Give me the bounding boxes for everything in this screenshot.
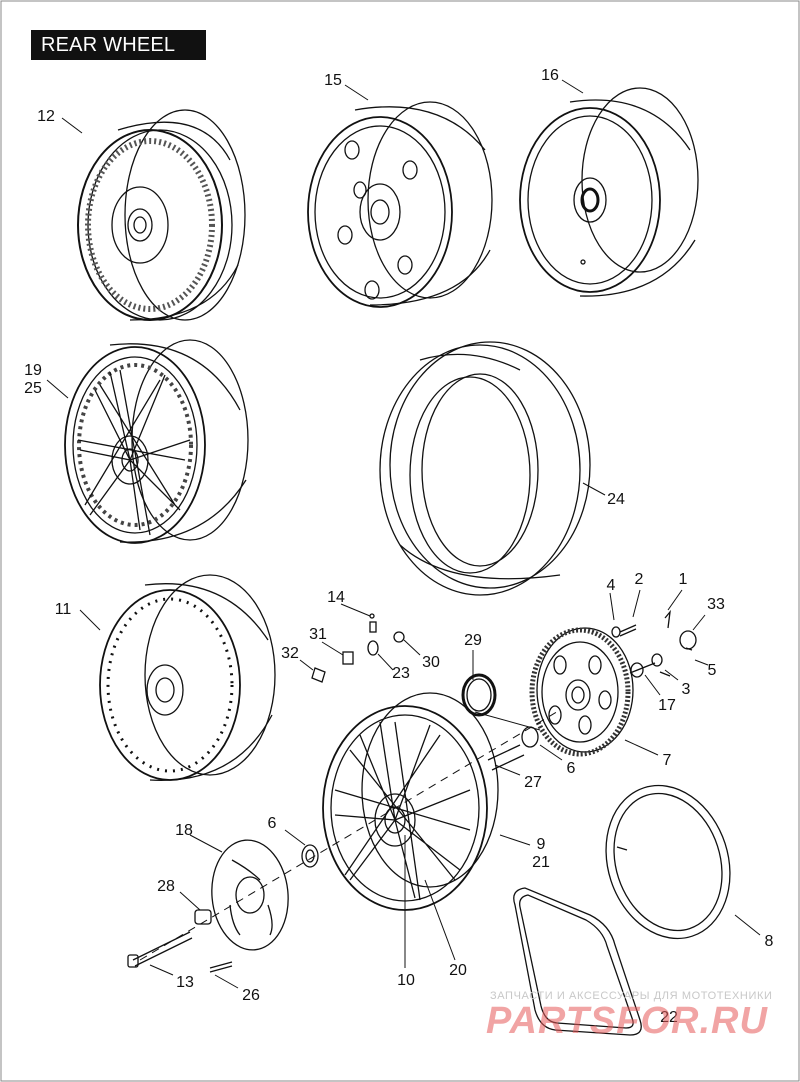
callout-6-lower: 6: [268, 815, 277, 832]
callout-9: 9: [537, 836, 546, 853]
callout-16: 16: [541, 67, 559, 84]
callout-11: 11: [55, 601, 72, 618]
callout-1: 1: [679, 571, 688, 588]
callout-32: 32: [281, 645, 299, 662]
callout-15: 15: [324, 72, 342, 89]
axle-alignment-line: [139, 709, 561, 961]
diagram-title: REAR WHEEL: [31, 30, 206, 60]
watermark-caption: ЗАПЧАСТИ И АКСЕССУАРЫ ДЛЯ МОТОТЕХНИКИ: [490, 990, 773, 1002]
part-9-21-spoke-wheel-drawing: [322, 692, 499, 911]
small-hardware-drawings: [127, 609, 697, 973]
part-19-25-spoke-wheel-drawing: [64, 339, 249, 544]
part-8-tube-drawing: [605, 784, 731, 940]
callout-12: 12: [37, 108, 55, 125]
part-22-belt-drawing: [513, 887, 642, 1036]
part-24-tire-drawing: [379, 341, 591, 596]
callout-25: 25: [24, 380, 42, 397]
callout-28: 28: [157, 878, 175, 895]
callout-13: 13: [176, 974, 194, 991]
part-11-drilled-wheel-drawing: [99, 574, 276, 781]
callout-24: 24: [607, 491, 625, 508]
callout-26: 26: [242, 987, 260, 1004]
callout-30: 30: [422, 654, 440, 671]
part-12-disc-wheel-drawing: [77, 109, 246, 321]
callout-18: 18: [175, 822, 193, 839]
callout-21: 21: [532, 854, 550, 871]
callout-2: 2: [635, 571, 644, 588]
callout-22: 22: [660, 1009, 678, 1026]
callout-20: 20: [449, 962, 467, 979]
callout-10: 10: [397, 972, 415, 989]
callout-17: 17: [658, 697, 676, 714]
callout-7: 7: [663, 752, 672, 769]
callout-33: 33: [707, 596, 725, 613]
callout-5: 5: [708, 662, 717, 679]
callout-19: 19: [24, 362, 42, 379]
callout-4: 4: [607, 577, 616, 594]
callout-23: 23: [392, 665, 410, 682]
callout-27: 27: [524, 774, 542, 791]
callout-6-upper: 6: [567, 760, 576, 777]
part-15-slotted-wheel-drawing: [307, 101, 493, 308]
part-16-solid-wheel-drawing: [519, 87, 699, 297]
watermark-brand: PARTSFOR.RU: [486, 1000, 768, 1042]
callout-29: 29: [464, 632, 482, 649]
callout-3: 3: [682, 681, 691, 698]
callout-31: 31: [309, 626, 327, 643]
callout-14: 14: [327, 589, 345, 606]
part-7-pulley-drawing: [529, 627, 634, 757]
part-18-brake-rotor-drawing: [211, 839, 289, 951]
callout-8: 8: [765, 933, 774, 950]
leader-lines: [46, 79, 761, 989]
